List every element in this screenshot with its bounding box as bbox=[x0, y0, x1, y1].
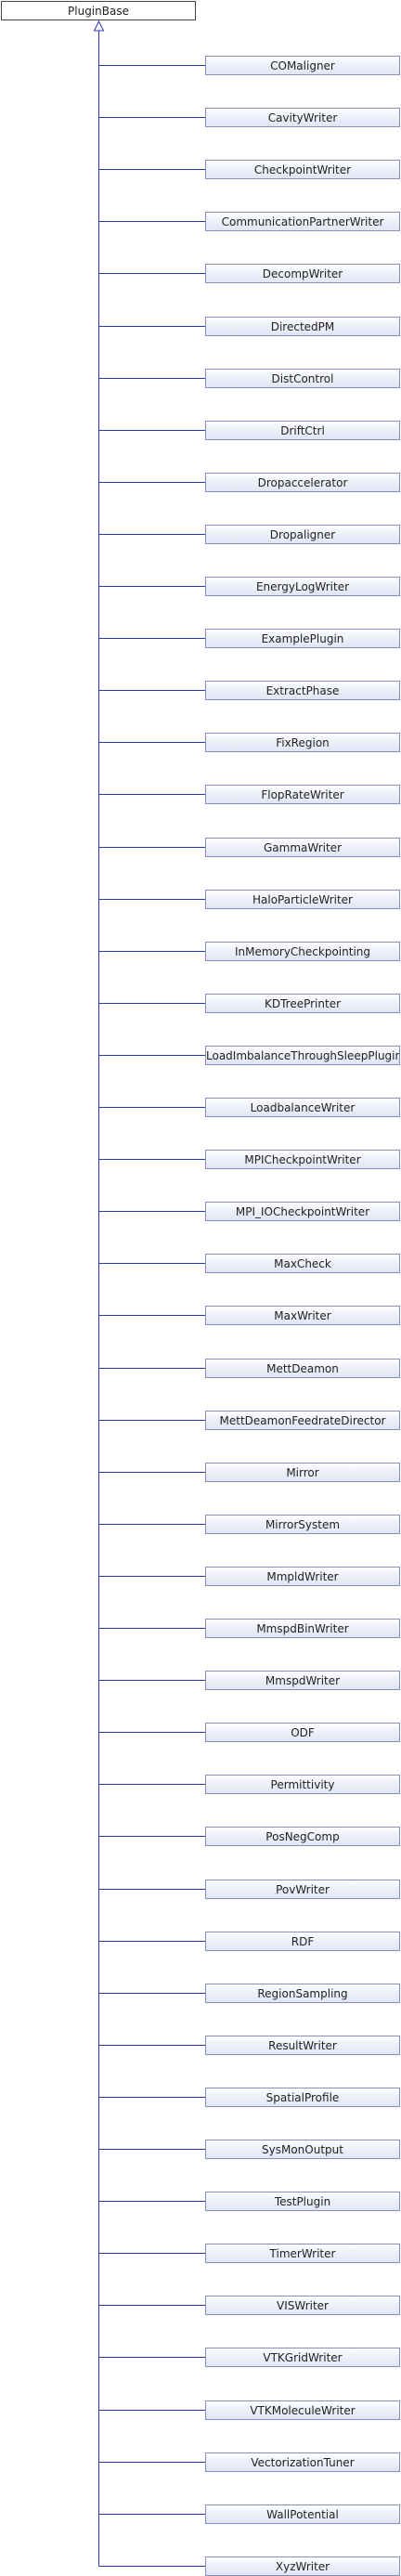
child-node-gammawriter[interactable]: GammaWriter bbox=[205, 838, 400, 857]
child-node-maxcheck[interactable]: MaxCheck bbox=[205, 1254, 400, 1273]
child-node-permittivity[interactable]: Permittivity bbox=[205, 1775, 400, 1794]
child-node-mmspdwriter[interactable]: MmspdWriter bbox=[205, 1671, 400, 1690]
child-node-regionsampling[interactable]: RegionSampling bbox=[205, 1984, 400, 2003]
child-node-wallpotential[interactable]: WallPotential bbox=[205, 2504, 400, 2524]
child-node-extractphase[interactable]: ExtractPhase bbox=[205, 681, 400, 700]
child-node-driftctrl[interactable]: DriftCtrl bbox=[205, 421, 400, 440]
child-node-mettdeamonfeedratedirector[interactable]: MettDeamonFeedrateDirector bbox=[205, 1411, 400, 1430]
child-node-dropaligner[interactable]: Dropaligner bbox=[205, 525, 400, 544]
child-node-loadbalancewriter[interactable]: LoadbalanceWriter bbox=[205, 1098, 400, 1117]
child-node-cavitywriter[interactable]: CavityWriter bbox=[205, 108, 400, 127]
child-node-sysmonoutput[interactable]: SysMonOutput bbox=[205, 2140, 400, 2159]
child-node-povwriter[interactable]: PovWriter bbox=[205, 1880, 400, 1899]
child-node-vtkgridwriter[interactable]: VTKGridWriter bbox=[205, 2348, 400, 2367]
child-node-fixregion[interactable]: FixRegion bbox=[205, 733, 400, 752]
child-node-directedpm[interactable]: DirectedPM bbox=[205, 317, 400, 336]
inheritance-arrowhead bbox=[93, 20, 105, 32]
child-node-communicationpartnerwriter[interactable]: CommunicationPartnerWriter bbox=[205, 212, 400, 231]
child-node-distcontrol[interactable]: DistControl bbox=[205, 369, 400, 388]
child-node-dropaccelerator[interactable]: Dropaccelerator bbox=[205, 473, 400, 492]
child-node-mirror[interactable]: Mirror bbox=[205, 1463, 400, 1482]
child-node-decompwriter[interactable]: DecompWriter bbox=[205, 264, 400, 283]
child-node-vectorizationtuner[interactable]: VectorizationTuner bbox=[205, 2452, 400, 2472]
child-node-resultwriter[interactable]: ResultWriter bbox=[205, 2036, 400, 2055]
child-node-flopratewriter[interactable]: FlopRateWriter bbox=[205, 785, 400, 804]
child-node-kdtreeprinter[interactable]: KDTreePrinter bbox=[205, 994, 400, 1013]
child-node-testplugin[interactable]: TestPlugin bbox=[205, 2192, 400, 2211]
child-node-energylogwriter[interactable]: EnergyLogWriter bbox=[205, 577, 400, 596]
child-node-posnegcomp[interactable]: PosNegComp bbox=[205, 1827, 400, 1846]
child-node-viswriter[interactable]: VISWriter bbox=[205, 2296, 400, 2315]
child-node-maxwriter[interactable]: MaxWriter bbox=[205, 1306, 400, 1325]
child-node-timerwriter[interactable]: TimerWriter bbox=[205, 2244, 400, 2263]
child-node-inmemorycheckpointing[interactable]: InMemoryCheckpointing bbox=[205, 942, 400, 961]
child-node-mirrorsystem[interactable]: MirrorSystem bbox=[205, 1515, 400, 1534]
child-node-checkpointwriter[interactable]: CheckpointWriter bbox=[205, 160, 400, 179]
child-node-odf[interactable]: ODF bbox=[205, 1723, 400, 1742]
child-node-haloparticlewriter[interactable]: HaloParticleWriter bbox=[205, 890, 400, 909]
root-node-pluginbase[interactable]: PluginBase bbox=[1, 1, 196, 20]
child-node-mpicheckpointwriter[interactable]: MPICheckpointWriter bbox=[205, 1150, 400, 1169]
child-node-mmspdbinwriter[interactable]: MmspdBinWriter bbox=[205, 1619, 400, 1638]
child-node-mpi-iocheckpointwriter[interactable]: MPI_IOCheckpointWriter bbox=[205, 1202, 400, 1221]
child-node-mmpldwriter[interactable]: MmpldWriter bbox=[205, 1567, 400, 1586]
child-node-loadimbalancethroughsleepplugin[interactable]: LoadImbalanceThroughSleepPlugin bbox=[205, 1046, 400, 1065]
child-node-comaligner[interactable]: COMaligner bbox=[205, 56, 400, 75]
child-node-xyzwriter[interactable]: XyzWriter bbox=[205, 2556, 400, 2576]
child-node-mettdeamon[interactable]: MettDeamon bbox=[205, 1359, 400, 1378]
child-node-rdf[interactable]: RDF bbox=[205, 1932, 400, 1951]
child-node-exampleplugin[interactable]: ExamplePlugin bbox=[205, 629, 400, 648]
child-node-spatialprofile[interactable]: SpatialProfile bbox=[205, 2088, 400, 2107]
child-node-vtkmoleculewriter[interactable]: VTKMoleculeWriter bbox=[205, 2400, 400, 2420]
